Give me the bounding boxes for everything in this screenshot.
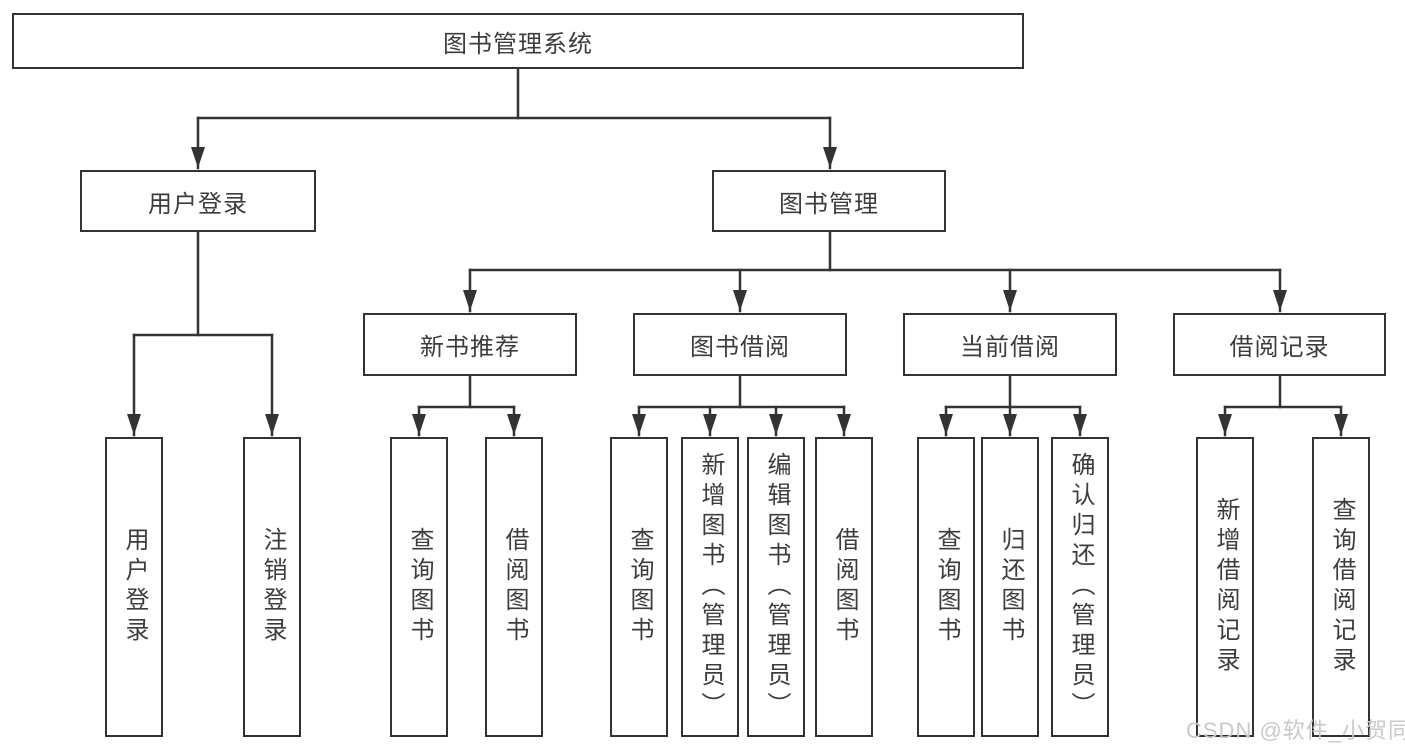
leaf-borrow-add-books-admin-label: 新增图书（管理员） bbox=[697, 452, 724, 722]
node-borrow-records: 借阅记录 bbox=[1173, 313, 1386, 376]
node-book-management: 图书管理 bbox=[712, 170, 946, 232]
csdn-watermark: CSDN @软件_小贺同学 bbox=[1186, 718, 1405, 743]
leaf-current-search-books-label: 查询图书 bbox=[933, 527, 960, 647]
leaf-borrow-search-books: 查询图书 bbox=[610, 437, 668, 737]
node-book-borrow: 图书借阅 bbox=[633, 313, 847, 376]
leaf-borrow-search-books-label: 查询图书 bbox=[626, 527, 653, 647]
leaf-records-add-record: 新增借阅记录 bbox=[1196, 437, 1254, 737]
node-user-login: 用户登录 bbox=[80, 170, 316, 232]
leaf-records-search-record-label: 查询借阅记录 bbox=[1328, 497, 1355, 677]
leaf-current-return-books-label: 归还图书 bbox=[997, 527, 1024, 647]
leaf-borrow-borrow-books: 借阅图书 bbox=[815, 437, 873, 737]
leaf-newbook-borrow-books-label: 借阅图书 bbox=[501, 527, 528, 647]
leaf-borrow-edit-books-admin-label: 编辑图书（管理员） bbox=[763, 452, 790, 722]
leaf-user-login: 用户登录 bbox=[105, 437, 163, 737]
leaf-current-search-books: 查询图书 bbox=[917, 437, 975, 737]
node-new-book-recommend: 新书推荐 bbox=[363, 313, 577, 376]
leaf-logout-label: 注销登录 bbox=[259, 527, 286, 647]
leaf-newbook-search-books: 查询图书 bbox=[390, 437, 448, 737]
leaf-newbook-borrow-books: 借阅图书 bbox=[485, 437, 543, 737]
leaf-current-confirm-return-admin: 确认归还（管理员） bbox=[1051, 437, 1109, 737]
leaf-user-login-label: 用户登录 bbox=[121, 527, 148, 647]
leaf-records-search-record: 查询借阅记录 bbox=[1312, 437, 1370, 737]
leaf-records-add-record-label: 新增借阅记录 bbox=[1212, 497, 1239, 677]
leaf-logout: 注销登录 bbox=[243, 437, 301, 737]
leaf-current-confirm-return-admin-label: 确认归还（管理员） bbox=[1067, 452, 1094, 722]
leaf-borrow-edit-books-admin: 编辑图书（管理员） bbox=[747, 437, 805, 737]
leaf-current-return-books: 归还图书 bbox=[981, 437, 1039, 737]
node-library-management-system: 图书管理系统 bbox=[12, 13, 1024, 69]
node-current-borrow: 当前借阅 bbox=[903, 313, 1117, 376]
leaf-borrow-add-books-admin: 新增图书（管理员） bbox=[681, 437, 739, 737]
leaf-borrow-borrow-books-label: 借阅图书 bbox=[831, 527, 858, 647]
leaf-newbook-search-books-label: 查询图书 bbox=[406, 527, 433, 647]
